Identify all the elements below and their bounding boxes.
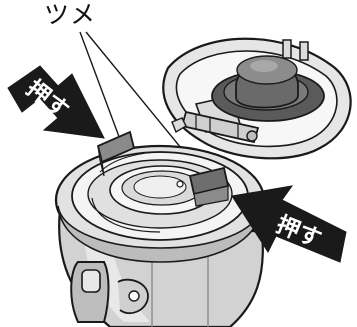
side-latch xyxy=(70,261,149,323)
left-tab xyxy=(96,130,136,177)
lid xyxy=(162,37,352,160)
tab-label: ツメ xyxy=(44,0,97,29)
right-tab xyxy=(188,166,230,207)
push-arrow-left: 押す xyxy=(7,65,105,139)
push-arrow-right: 押す xyxy=(231,185,347,263)
lid-seal xyxy=(211,55,325,122)
hinge xyxy=(171,110,260,144)
